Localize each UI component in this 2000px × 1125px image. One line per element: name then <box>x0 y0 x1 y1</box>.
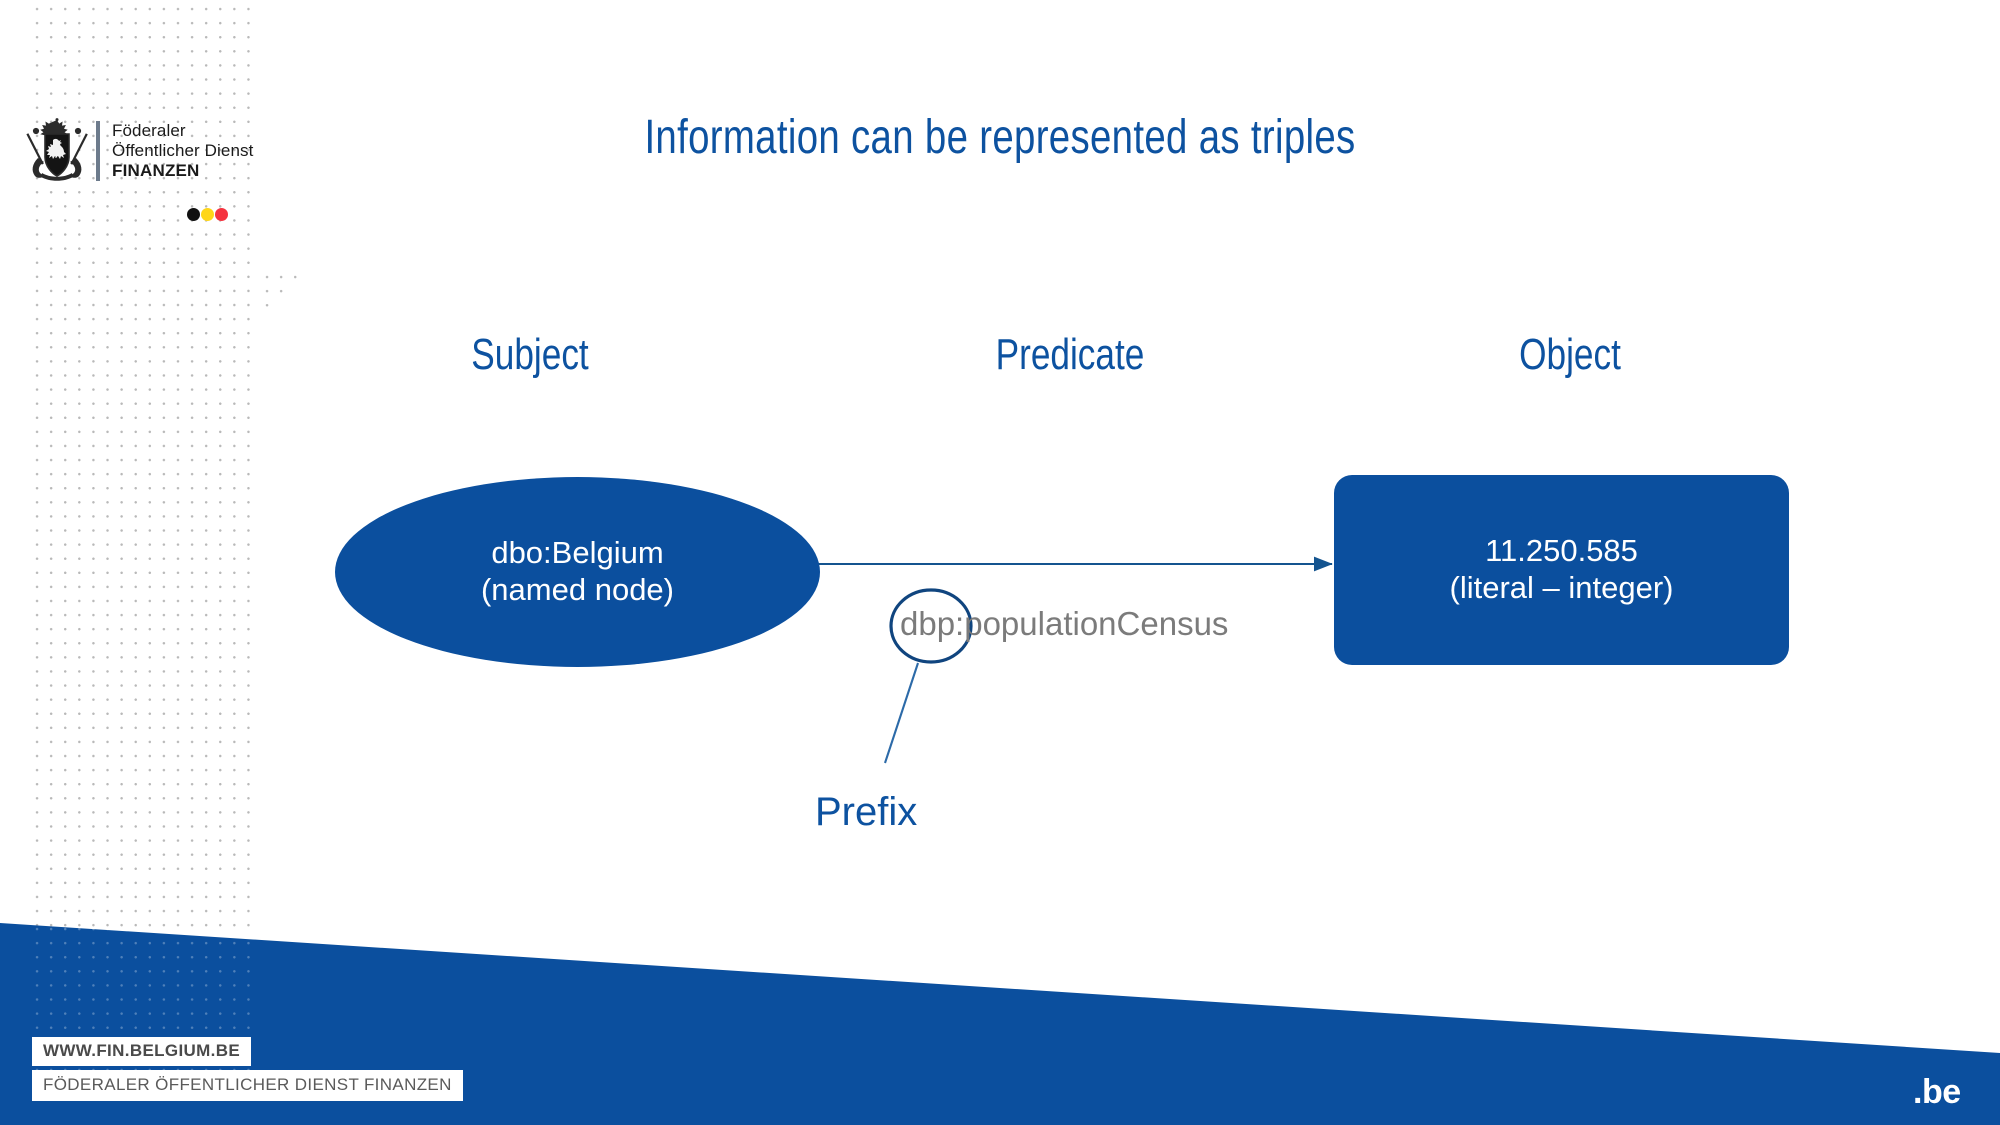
flag-dot-red-icon <box>215 208 228 221</box>
caption-subject: Subject <box>471 330 589 379</box>
organization-logo: Föderaler Öffentlicher Dienst FINANZEN <box>26 118 253 184</box>
footer-department-text: FÖDERALER ÖFFENTLICHER DIENST FINANZEN <box>43 1075 452 1094</box>
subject-node[interactable]: dbo:Belgium (named node) <box>335 477 820 667</box>
footer-department-badge: FÖDERALER ÖFFENTLICHER DIENST FINANZEN <box>32 1070 463 1101</box>
object-node[interactable]: 11.250.585 (literal – integer) <box>1334 475 1789 665</box>
logo-line-2: Öffentlicher Dienst <box>112 141 254 161</box>
page-title: Information can be represented as triple… <box>644 111 1356 164</box>
caption-object: Object <box>1519 330 1621 379</box>
belgian-coat-of-arms-icon <box>26 118 88 181</box>
dot-pattern-tail <box>258 268 310 316</box>
logo-line-3: FINANZEN <box>112 160 200 180</box>
subject-node-line-2: (named node) <box>480 572 674 607</box>
dot-be-logo: .be <box>1913 1073 1961 1111</box>
subject-node-line-1: dbo:Belgium <box>491 535 664 571</box>
footer-url-text: WWW.FIN.BELGIUM.BE <box>43 1041 241 1060</box>
object-node-line-2: (literal – integer) <box>1449 570 1674 605</box>
logo-divider <box>96 121 100 181</box>
logo-wordmark: Föderaler Öffentlicher Dienst FINANZEN <box>112 121 253 180</box>
flag-dot-black-icon <box>187 208 200 221</box>
caption-predicate: Predicate <box>995 330 1145 379</box>
prefix-leader-line <box>884 662 919 764</box>
footer-url-badge[interactable]: WWW.FIN.BELGIUM.BE <box>32 1037 252 1066</box>
predicate-label: dbp:populationCensus <box>900 605 1229 642</box>
logo-line-1: Föderaler <box>112 121 186 141</box>
flag-dot-yellow-icon <box>201 208 214 221</box>
object-node-line-1: 11.250.585 <box>1485 533 1638 569</box>
prefix-callout-label: Prefix <box>815 790 918 834</box>
